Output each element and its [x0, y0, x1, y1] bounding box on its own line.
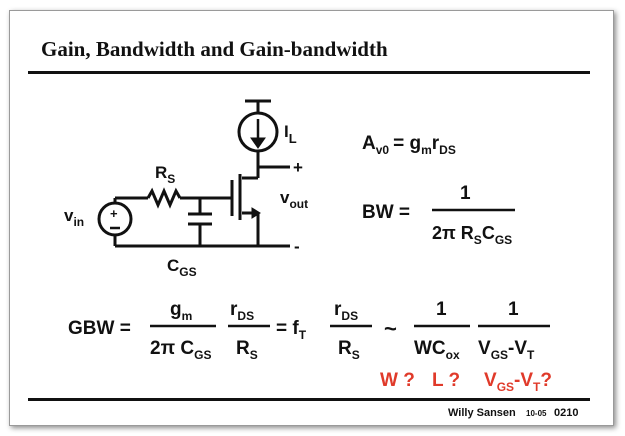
gbw-frac2-den: RS: [236, 338, 258, 362]
label-output-minus: -: [294, 237, 300, 256]
equation-av0: Av0= gmrDS: [362, 133, 456, 157]
gbw-approx: ~: [384, 316, 397, 341]
title-rule: [28, 71, 590, 74]
source-plus-sign: +: [110, 206, 118, 221]
gbw-frac4-num: 1: [436, 299, 447, 320]
circuit-schematic: [97, 99, 290, 248]
resistor-rs: [146, 187, 182, 209]
gbw-frac4-den: WCox: [414, 338, 460, 362]
design-questions: W ? L ? VGS-VT?: [380, 370, 552, 394]
question-l: L ?: [432, 370, 460, 391]
equation-bw-lhs: BW =: [362, 202, 410, 223]
gbw-frac5-num: 1: [508, 299, 519, 320]
gbw-frac5-den: VGS-VT: [478, 338, 535, 362]
gbw-frac2-num: rDS: [230, 299, 254, 323]
question-w: W ?: [380, 370, 415, 391]
label-vin: vin: [64, 206, 84, 229]
label-vout: vout: [280, 188, 308, 211]
gbw-lhs: GBW =: [68, 318, 131, 339]
label-output-plus: +: [293, 158, 303, 177]
question-vgs-vt: VGS-VT?: [484, 370, 552, 394]
footer-author: Willy Sansen: [448, 407, 516, 419]
label-rs: RS: [155, 163, 175, 186]
gbw-frac3-num: rDS: [334, 299, 358, 323]
equation-bw-numerator: 1: [460, 183, 471, 204]
label-cgs: CGS: [167, 256, 197, 279]
gbw-ft: = fT: [276, 318, 307, 342]
footer-rule: [28, 398, 590, 401]
equation-gbw: GBW = gm 2π CGS rDS RS = fT rDS RS ~ 1 W…: [68, 299, 550, 362]
slide-title: Gain, Bandwidth and Gain-bandwidth: [41, 37, 388, 61]
equation-bw-denominator: 2π RSCGS: [432, 223, 512, 247]
gbw-frac1-den: 2π CGS: [150, 338, 211, 362]
slide-frame: [9, 10, 614, 426]
gbw-frac1-num: gm: [170, 299, 192, 323]
footer-date: 10-05: [526, 409, 547, 418]
gbw-frac3-den: RS: [338, 338, 360, 362]
footer-slide-number: 0210: [554, 407, 579, 419]
label-il: IL: [284, 122, 297, 146]
